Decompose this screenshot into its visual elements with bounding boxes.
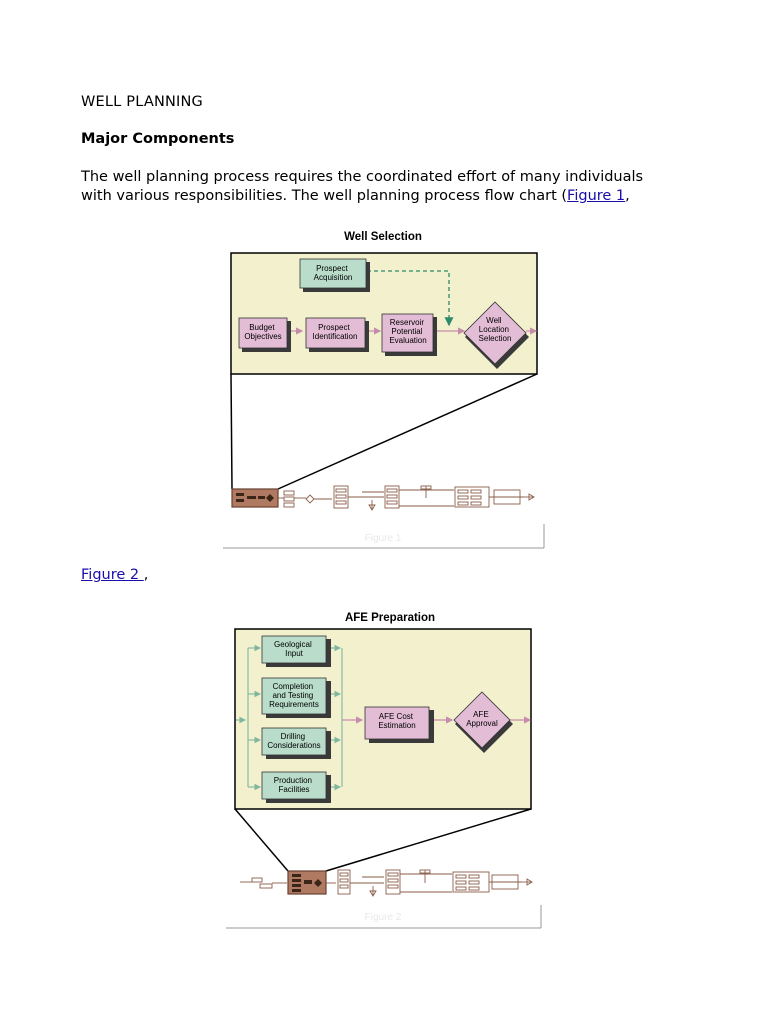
box-production-facilities: Production Facilities — [261, 771, 331, 803]
svg-text:AFE Approval: AFE Approval — [466, 710, 498, 728]
svg-text:Well Location Sele: Well Location Selection — [479, 316, 512, 343]
box-label: Budget — [249, 323, 275, 332]
box-reservoir-evaluation: Reservoir Potential Evaluation — [381, 313, 437, 356]
zoom-line-right-2 — [325, 808, 532, 872]
box-label: Well — [486, 316, 502, 325]
box-prospect-acquisition: Prospect Acquisition — [299, 258, 370, 292]
section-heading: Major Components — [81, 131, 235, 147]
box-label: Estimation — [378, 721, 415, 730]
box-label: AFE — [473, 710, 489, 719]
svg-text:Drilling Considerations: Drilling Considerations — [267, 732, 320, 750]
svg-text:Geological Input: Geological Input — [274, 640, 314, 658]
box-prospect-identification: Prospect Identification — [305, 317, 369, 352]
box-label: Identification — [313, 332, 358, 341]
box-label: Objectives — [244, 332, 281, 341]
box-label: Input — [285, 649, 304, 658]
box-label: Approval — [466, 719, 498, 728]
zoom-line-right — [277, 373, 538, 490]
figure-2-comma: , — [143, 567, 149, 583]
intro-paragraph: The well planning process requires the c… — [81, 168, 701, 206]
box-label: Completion — [273, 682, 313, 691]
figure-2-title: AFE Preparation — [345, 612, 435, 624]
box-label: AFE Cost — [379, 712, 414, 721]
box-label: Prospect — [316, 264, 348, 273]
figure-2-caption: Figure 2 — [365, 912, 402, 923]
figure-1-title: Well Selection — [344, 231, 422, 243]
figure-1-caption: Figure 1 — [365, 533, 402, 544]
box-label: Reservoir — [390, 318, 425, 327]
box-label: Production — [274, 776, 312, 785]
svg-text:Production Facilities: Production Facilities — [274, 776, 314, 794]
figure-2-link[interactable]: Figure 2 — [81, 567, 144, 583]
box-label: Geological — [274, 640, 312, 649]
box-label: Location — [479, 325, 509, 334]
svg-text:Prospect Acquisition: Prospect Acquisition — [314, 264, 353, 282]
svg-text:Prospect Identification: Prospect Identification — [313, 323, 358, 341]
intro-line-1: The well planning process requires the c… — [81, 169, 644, 185]
box-label: Drilling — [281, 732, 305, 741]
box-label: Potential — [391, 327, 422, 336]
mini-overview-chart-1 — [231, 485, 535, 511]
diamond-afe-approval: AFE Approval — [453, 691, 513, 753]
document-title: WELL PLANNING — [81, 94, 203, 110]
box-label: Selection — [479, 334, 512, 343]
box-geological-input: Geological Input — [261, 635, 331, 667]
box-completion-testing: Completion and Testing Requirements — [261, 677, 331, 718]
figure-2-caption-frame: Figure 2 — [226, 905, 542, 929]
mini-overview-chart-2 — [240, 869, 533, 897]
input-bus — [236, 644, 343, 791]
figure-2-line: Figure 2 , — [81, 567, 148, 583]
box-label: Considerations — [267, 741, 320, 750]
intro-line-2: with various responsibilities. The well … — [81, 187, 701, 206]
zoom-line-left — [230, 373, 233, 490]
diamond-well-location-selection: Well Location Selection — [463, 301, 529, 369]
zoom-line-left-2 — [234, 808, 289, 872]
svg-text:Completion and Testing: Completion and Testing Requirements — [269, 682, 319, 709]
box-drilling-considerations: Drilling Considerations — [261, 727, 331, 759]
intro-line-2-comma: , — [625, 188, 630, 204]
box-budget-objectives: Budget Objectives — [238, 317, 291, 352]
svg-text:Reservoir Potential: Reservoir Potential Evaluation — [389, 318, 426, 345]
box-afe-cost-estimation: AFE Cost Estimation — [364, 706, 434, 743]
svg-text:AFE Cost Estimation: AFE Cost Estimation — [378, 712, 415, 730]
svg-text:Budget Objectives: Budget Objectives — [244, 323, 281, 341]
box-label: Requirements — [269, 700, 319, 709]
figure-1-link[interactable]: Figure 1 — [567, 188, 626, 204]
box-label: Prospect — [318, 323, 350, 332]
box-label: Acquisition — [314, 273, 353, 282]
box-label: Facilities — [278, 785, 309, 794]
box-label: and Testing — [272, 691, 313, 700]
box-label: Evaluation — [389, 336, 426, 345]
figure-1-caption-frame: Figure 1 — [223, 524, 545, 549]
intro-line-2-text: with various responsibilities. The well … — [81, 188, 568, 204]
